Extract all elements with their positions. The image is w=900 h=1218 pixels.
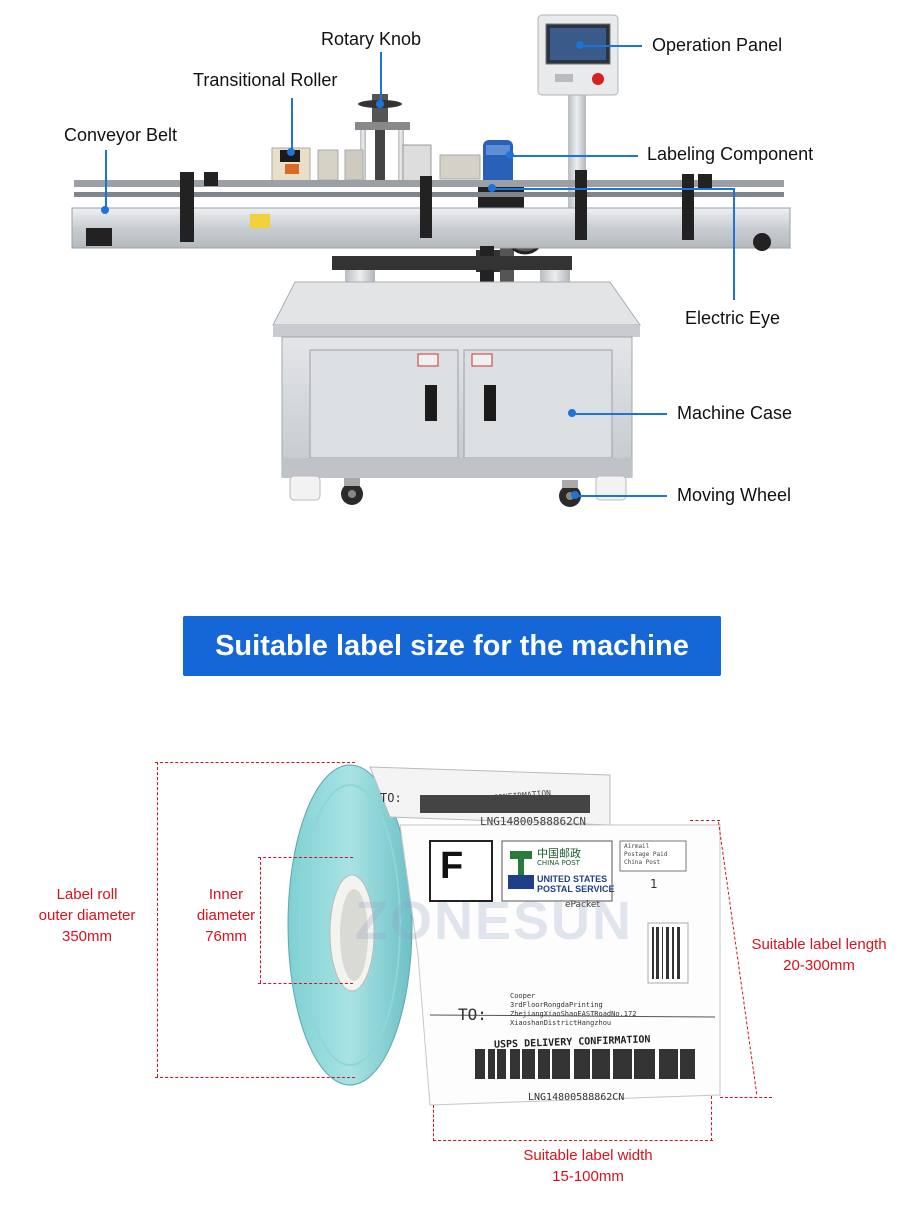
rotary-knob-leader: [380, 52, 382, 104]
transitional-roller-leader: [291, 98, 293, 150]
electric-eye-leader: [492, 188, 734, 190]
label-width-label: Suitable label width 15-100mm: [508, 1145, 668, 1187]
label-length-line1: Suitable label length: [751, 936, 887, 953]
electric-eye-label: Electric Eye: [685, 308, 781, 328]
label-width-value: 15-100mm: [552, 1168, 624, 1185]
electric-eye-marker: [488, 184, 496, 192]
label-airmail-3: China Post: [624, 859, 661, 866]
label-to-top: TO:: [380, 791, 402, 805]
machine-case-label: Machine Case: [677, 403, 793, 423]
label-count: 1: [650, 877, 658, 891]
machine-case-leader: [572, 413, 667, 415]
operation-panel-leader: [580, 45, 642, 47]
label-us-postal-1: UNITED STATES: [537, 874, 608, 884]
operation-panel-label: Operation Panel: [652, 35, 783, 55]
label-width-left-guide: [433, 1105, 434, 1141]
moving-wheel-leader: [575, 495, 667, 497]
electric-eye-leader-v: [733, 188, 735, 300]
label-width-line1: Suitable label width: [523, 1147, 653, 1164]
rotary-knob-marker: [376, 100, 384, 108]
label-tracking-top: LNG14800588862CN: [480, 815, 586, 828]
inner-diameter-line: [260, 857, 261, 983]
label-length-value: 20-300mm: [783, 957, 855, 974]
outer-diameter-line1: Label roll: [56, 886, 118, 903]
inner-diameter-value: 76mm: [205, 928, 247, 945]
label-address-1: Cooper: [510, 992, 536, 1000]
transitional-roller-marker: [287, 148, 295, 156]
label-length-label: Suitable label length 20-300mm: [738, 934, 900, 976]
label-width-right-guide: [711, 1096, 712, 1141]
section-banner: Suitable label size for the machine: [183, 616, 721, 676]
label-f-mark: F: [440, 845, 464, 887]
outer-diameter-line2: outer diameter: [38, 907, 136, 924]
label-roll-illustration: [287, 764, 721, 1106]
conveyor-belt-leader-v: [105, 150, 107, 210]
machine-case-marker: [568, 409, 576, 417]
outer-diameter-value: 350mm: [61, 928, 113, 945]
outer-diameter-top-guide: [155, 762, 355, 763]
labeling-component-leader: [510, 155, 638, 157]
label-airmail-2: Postage Paid: [624, 851, 668, 858]
label-address-2: 3rdFloorRongdaPrinting: [510, 1001, 603, 1009]
conveyor-belt-marker: [101, 206, 109, 214]
labeling-component-label: Labeling Component: [647, 144, 814, 164]
labeling-component-marker: [506, 151, 514, 159]
inner-diameter-top-guide: [258, 857, 353, 858]
label-china-post: 中国邮政: [537, 847, 581, 860]
label-airmail-1: Airmail: [624, 843, 650, 850]
label-epacket: ePacket: [565, 900, 600, 910]
label-to-bottom: TO:: [458, 1005, 487, 1024]
labeling-machine-illustration: [71, 14, 791, 507]
outer-diameter-label: Label roll outer diameter 350mm: [28, 884, 146, 947]
label-width-line: [433, 1140, 713, 1141]
moving-wheel-marker: [571, 491, 579, 499]
inner-diameter-line1: Inner: [208, 886, 244, 903]
rotary-knob-label: Rotary Knob: [321, 29, 422, 49]
operation-panel-marker: [576, 41, 584, 49]
label-address-3: ZhejiangXiaoShaoEASTRoadNo.172: [510, 1010, 637, 1018]
brand-watermark: ZONESUN: [355, 891, 634, 951]
outer-diameter-line: [157, 762, 158, 1077]
inner-diameter-bottom-guide: [258, 983, 353, 984]
label-us-postal-2: POSTAL SERVICE: [537, 884, 615, 894]
label-tracking-bottom: LNG14800588862CN: [528, 1092, 625, 1103]
transitional-roller-label: Transitional Roller: [193, 70, 338, 90]
inner-diameter-label: Inner diameter 76mm: [183, 884, 269, 947]
label-china-post-en: CHINA POST: [537, 859, 580, 867]
conveyor-belt-label: Conveyor Belt: [64, 125, 178, 145]
outer-diameter-bottom-guide: [155, 1077, 355, 1078]
label-length-top-guide: [690, 820, 720, 821]
label-length-bottom-guide: [720, 1097, 772, 1098]
moving-wheel-label: Moving Wheel: [677, 485, 792, 505]
inner-diameter-line2: diameter: [196, 907, 256, 924]
label-address-4: XiaoshanDistrictHangzhou: [510, 1019, 612, 1027]
